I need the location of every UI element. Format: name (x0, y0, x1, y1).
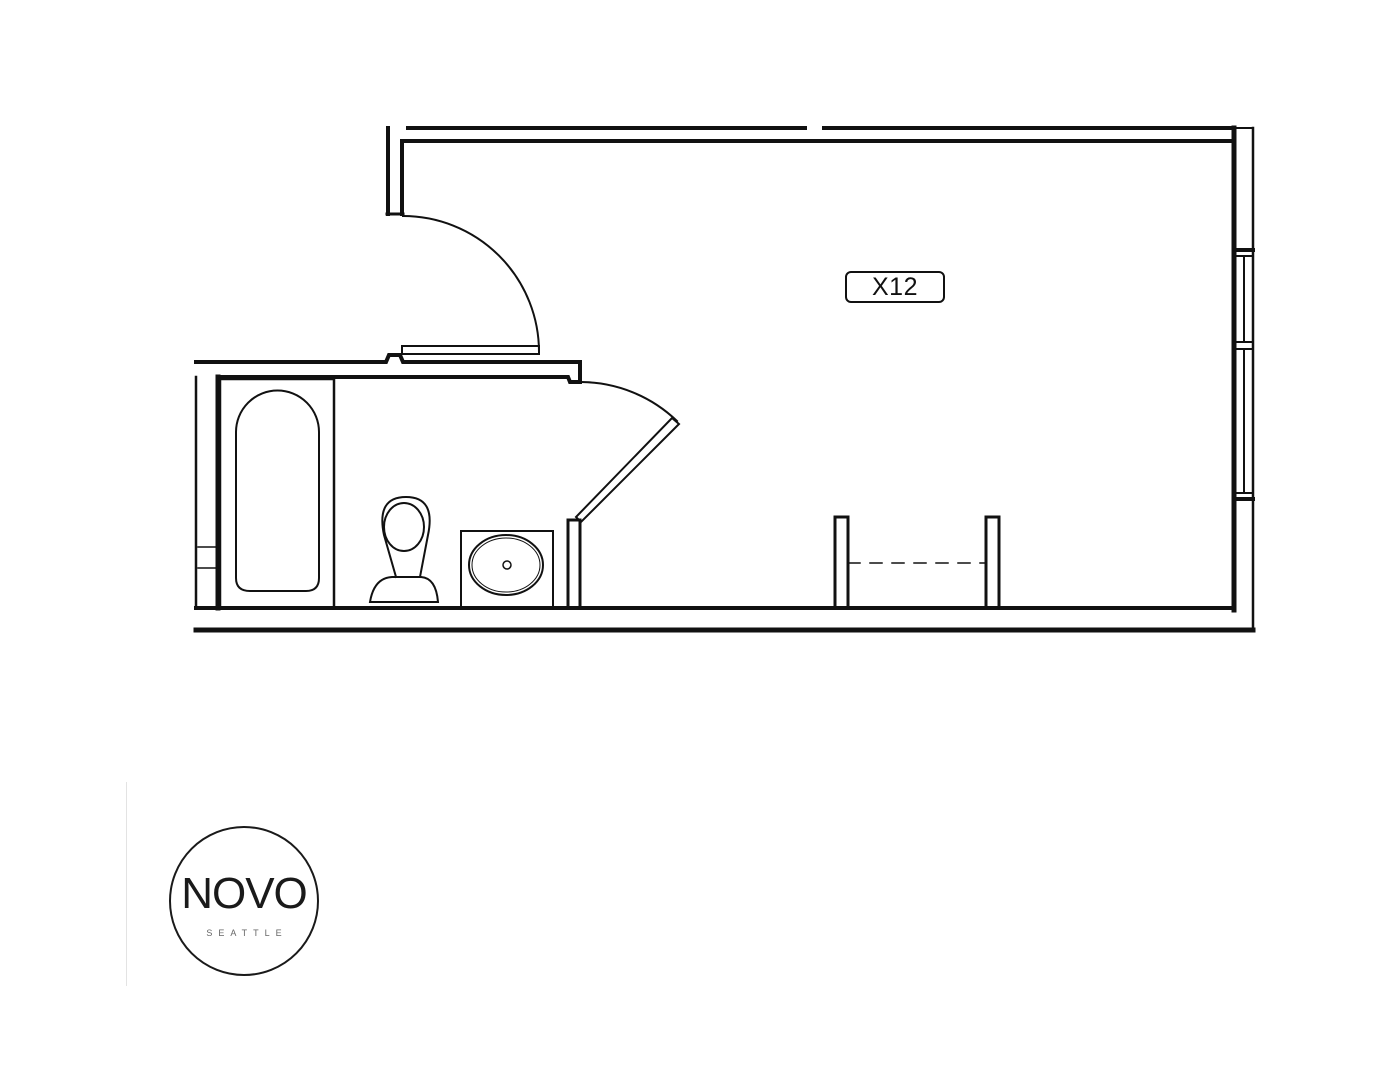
windows (1232, 248, 1255, 501)
toilet (368, 495, 440, 603)
logo-subtitle: SEATTLE (206, 928, 288, 938)
entry-door (401, 214, 541, 355)
bottom-exterior-wall (193, 606, 1256, 633)
bathroom-top-wall (194, 353, 582, 611)
bathroom-door (566, 380, 681, 610)
top-exterior-wall (400, 126, 1236, 143)
logo-divider (126, 782, 127, 986)
right-exterior-wall (1231, 125, 1255, 632)
sink (460, 530, 554, 609)
logo-name: NOVO (181, 869, 308, 918)
entry-wall-stub (385, 126, 405, 216)
bathtub (218, 377, 336, 610)
novo-seattle-logo: NOVO SEATTLE (169, 826, 319, 976)
unit-label: X12 (845, 271, 945, 303)
closet-opening (833, 515, 1001, 610)
